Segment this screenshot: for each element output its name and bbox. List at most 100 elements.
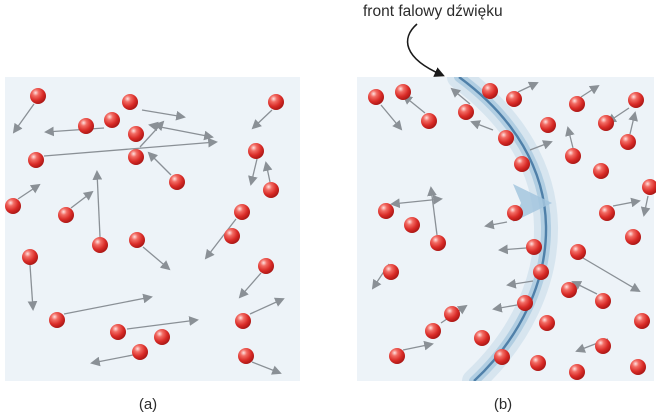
gas-molecule — [132, 344, 148, 360]
gas-molecule — [530, 355, 546, 371]
gas-molecule — [628, 92, 644, 108]
gas-molecule — [128, 126, 144, 142]
velocity-arrow — [70, 190, 94, 209]
gas-molecule — [570, 244, 586, 260]
velocity-arrow — [427, 186, 438, 236]
molecules-group-a — [5, 88, 284, 364]
gas-molecule — [58, 207, 74, 223]
gas-molecule — [129, 232, 145, 248]
arrows-group-a — [12, 103, 285, 375]
velocity-arrow — [12, 103, 35, 134]
velocity-arrow — [238, 272, 262, 299]
gas-molecule — [444, 306, 460, 322]
velocity-arrow — [484, 219, 508, 230]
velocity-arrow — [262, 161, 273, 183]
velocity-arrow — [450, 87, 471, 105]
velocity-arrow — [63, 293, 153, 315]
velocity-arrow — [517, 81, 539, 93]
velocity-arrow — [506, 278, 534, 289]
velocity-arrow — [582, 257, 641, 292]
velocity-arrow — [92, 170, 103, 238]
velocity-arrow — [571, 281, 598, 295]
gas-molecule — [507, 205, 523, 221]
gas-molecule — [122, 94, 138, 110]
gas-molecule — [642, 179, 656, 195]
velocity-arrow — [612, 197, 641, 208]
gas-molecule — [498, 130, 514, 146]
gas-molecule — [378, 203, 394, 219]
gas-molecule — [5, 198, 21, 214]
gas-molecule — [625, 229, 641, 245]
gas-molecule — [389, 348, 405, 364]
caption-b: (b) — [494, 396, 512, 413]
gas-molecule — [517, 295, 533, 311]
velocity-arrow — [402, 340, 434, 351]
gas-molecule — [514, 156, 530, 172]
gas-molecule — [78, 118, 94, 134]
gas-molecule — [104, 112, 120, 128]
velocity-arrow — [251, 109, 273, 130]
velocity-arrow — [402, 94, 426, 114]
gas-molecule — [22, 249, 38, 265]
gas-molecule — [494, 349, 510, 365]
gas-molecule — [526, 239, 542, 255]
velocity-arrow — [139, 120, 165, 148]
gas-molecule — [620, 134, 636, 150]
molecules-group-b — [368, 83, 656, 380]
gas-molecule — [474, 330, 490, 346]
wavefront-pointer-arrow — [406, 23, 445, 77]
gas-molecule — [49, 312, 65, 328]
velocity-arrow — [142, 246, 171, 271]
velocity-arrow — [580, 84, 600, 98]
velocity-arrow — [141, 109, 186, 121]
gas-molecule — [430, 235, 446, 251]
gas-molecule — [268, 94, 284, 110]
gas-molecule — [248, 143, 264, 159]
velocity-arrow — [640, 195, 651, 217]
gas-molecule — [110, 324, 126, 340]
gas-molecule — [128, 149, 144, 165]
velocity-arrow — [628, 111, 638, 135]
velocity-arrow — [565, 126, 575, 149]
velocity-arrow — [126, 316, 199, 330]
velocity-arrow — [248, 158, 258, 186]
gas-molecule — [599, 205, 615, 221]
arrows-group-b — [371, 81, 651, 353]
gas-molecule — [595, 338, 611, 354]
gas-molecule — [368, 89, 384, 105]
gas-molecule — [224, 228, 240, 244]
gas-molecule — [383, 264, 399, 280]
gas-molecule — [539, 315, 555, 331]
gas-molecule — [234, 204, 250, 220]
gas-molecule — [630, 359, 646, 375]
velocity-arrow — [249, 297, 285, 315]
gas-molecule — [258, 258, 274, 274]
gas-molecule — [421, 113, 437, 129]
gas-molecule — [569, 96, 585, 112]
gas-molecule — [540, 117, 556, 133]
gas-molecule — [395, 84, 411, 100]
gas-molecule — [30, 88, 46, 104]
velocity-arrow — [492, 302, 518, 313]
gas-molecule — [404, 217, 420, 233]
gas-molecule — [595, 293, 611, 309]
velocity-arrow — [147, 151, 172, 176]
gas-molecule — [533, 264, 549, 280]
velocity-arrow — [90, 354, 134, 367]
gas-molecule — [169, 174, 185, 190]
velocity-arrow — [204, 218, 237, 260]
gas-molecule — [28, 152, 44, 168]
gas-molecule — [565, 148, 581, 164]
gas-molecule — [238, 348, 254, 364]
gas-molecule — [154, 329, 170, 345]
gas-molecule — [263, 182, 279, 198]
velocity-arrow — [529, 140, 553, 151]
gas-molecule — [593, 163, 609, 179]
wavefront-group — [447, 77, 559, 381]
panel-a-background — [5, 77, 300, 381]
velocity-arrow — [380, 104, 403, 131]
gas-molecule — [92, 237, 108, 253]
wavefront-label: front falowy dźwięku — [363, 3, 503, 20]
